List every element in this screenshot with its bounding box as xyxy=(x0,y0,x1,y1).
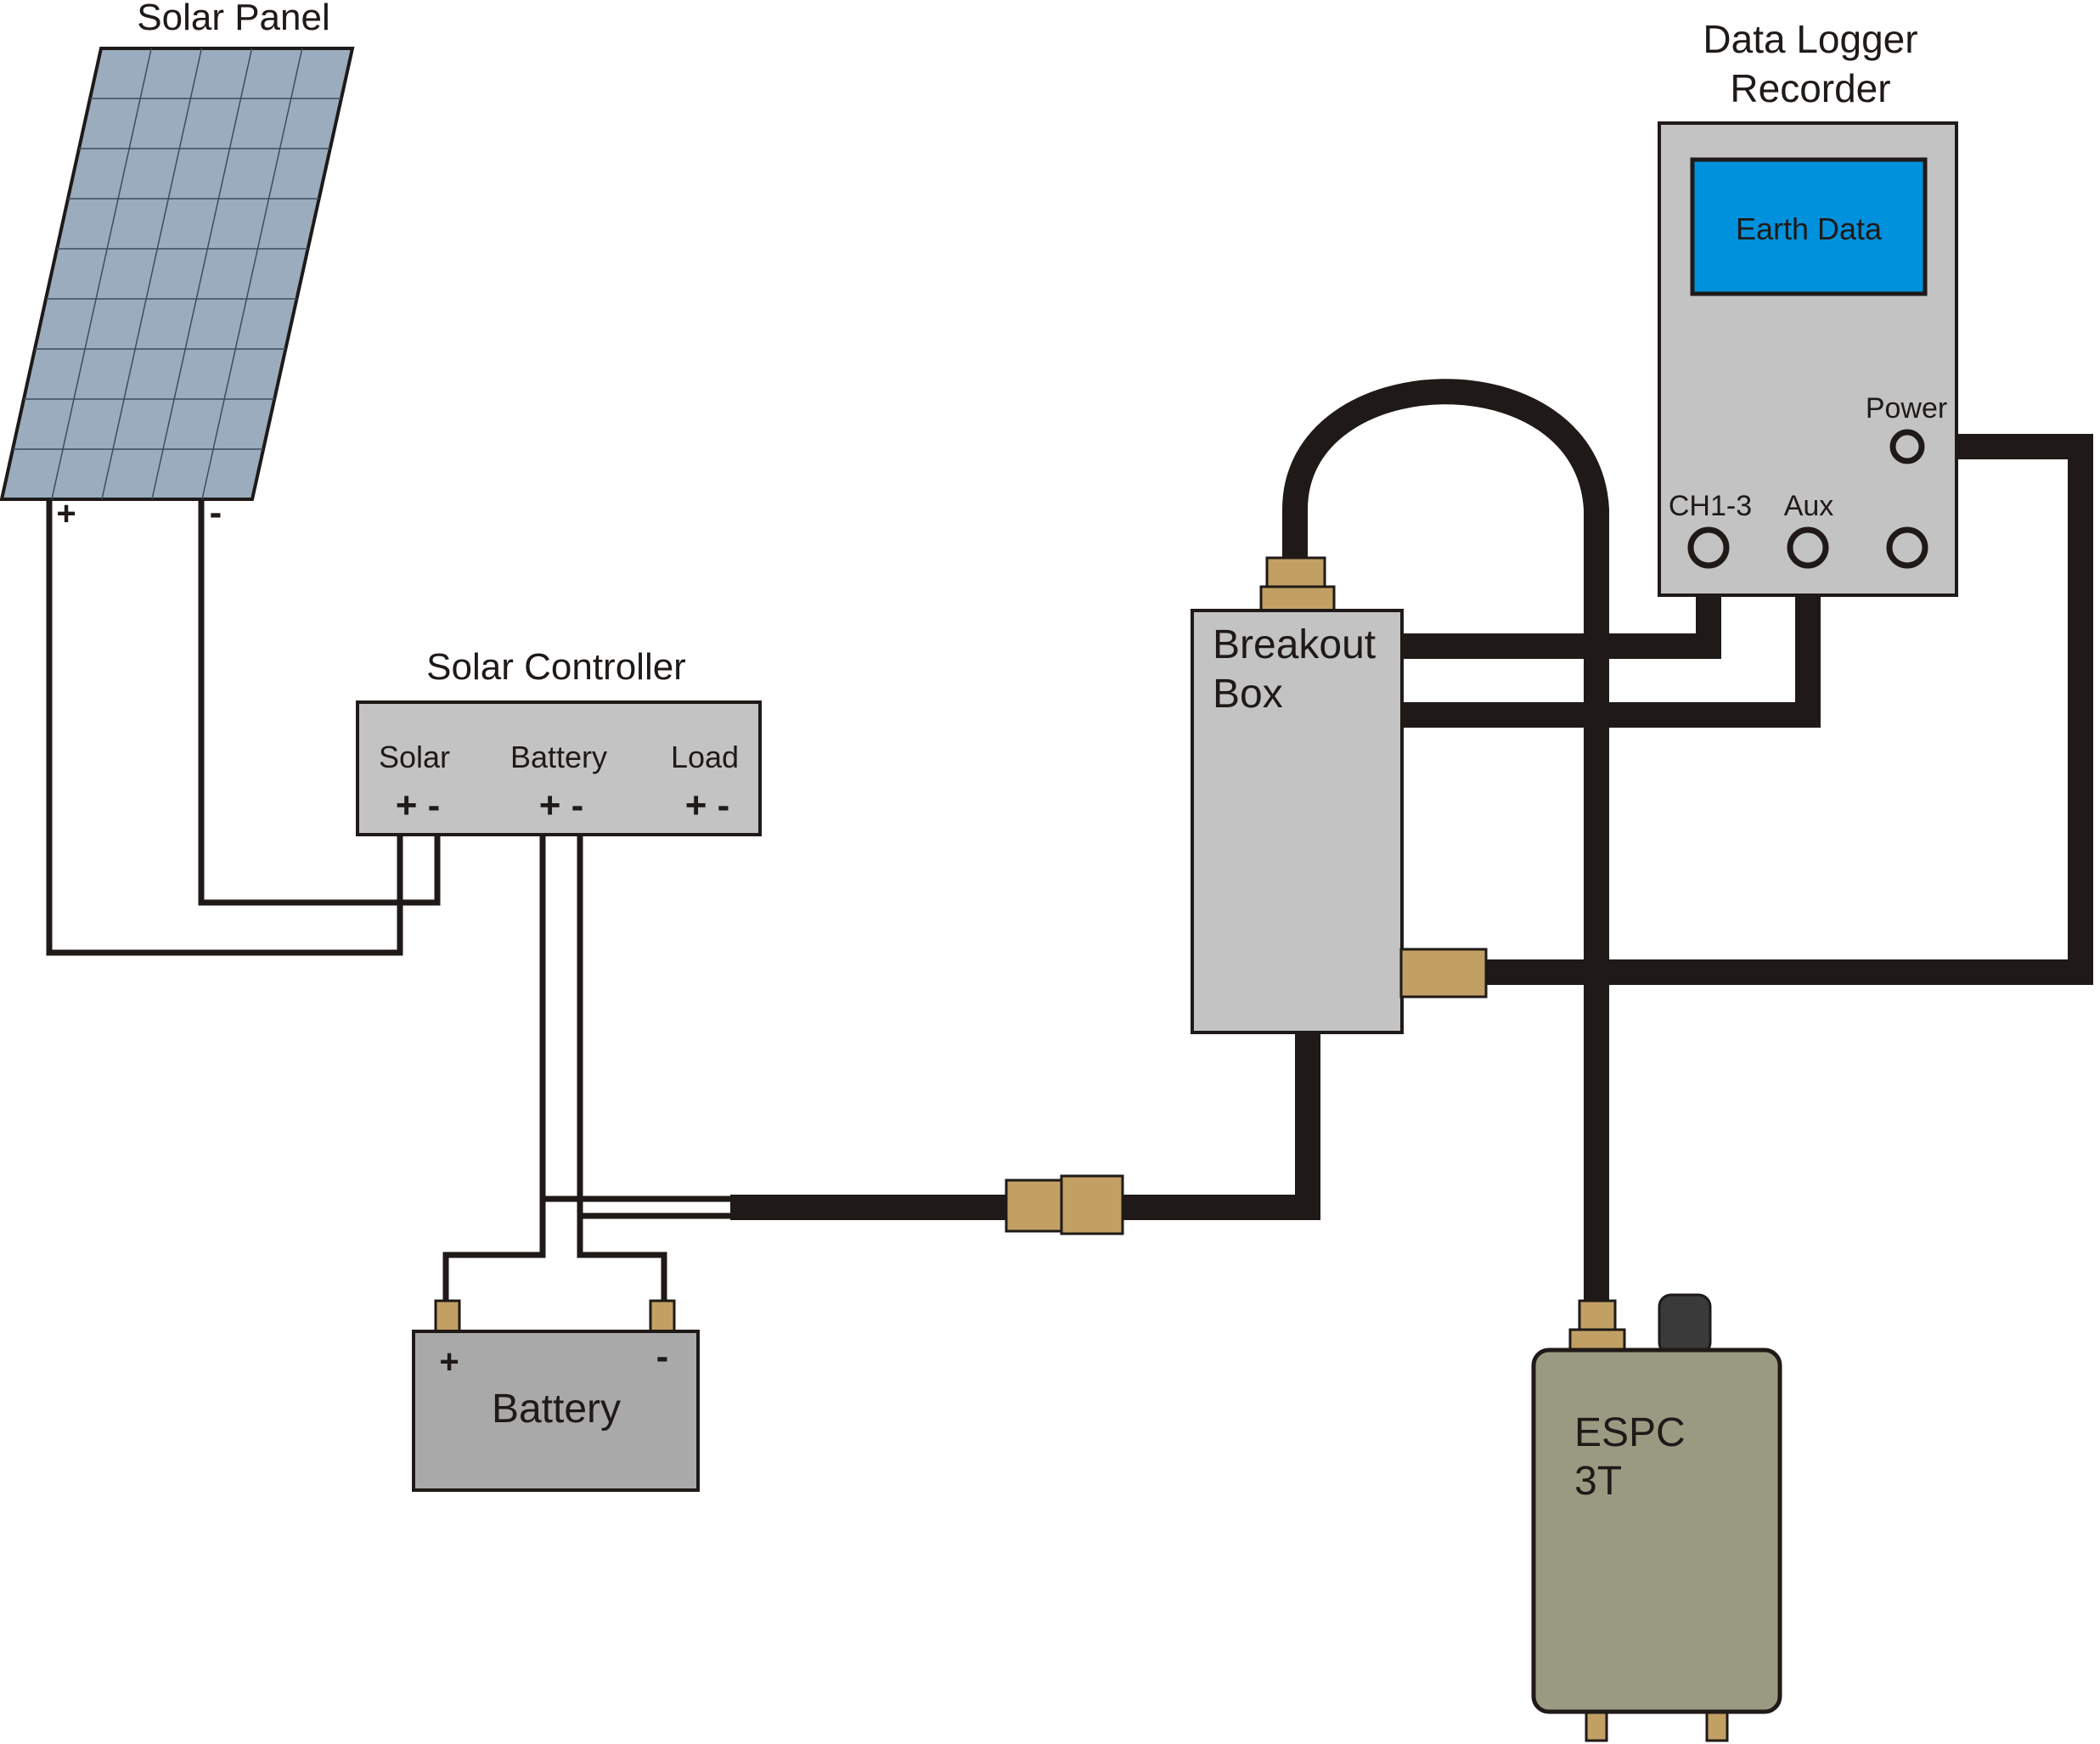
battery-negative-terminal xyxy=(649,1299,676,1335)
breakout-side-connector xyxy=(1399,948,1488,999)
battery-plus-label: + xyxy=(439,1343,459,1381)
breakout-top-connector-upper xyxy=(1265,556,1326,590)
breakout-box: Breakout Box xyxy=(1191,556,1488,1034)
panel-grid-column-line xyxy=(201,48,303,500)
panel-grid-column-line xyxy=(101,48,203,500)
espc-title-line2: 3T xyxy=(1574,1459,1622,1504)
battery-negative-wire xyxy=(577,835,667,1301)
espc-title-line1: ESPC xyxy=(1574,1410,1686,1455)
data-logger: Data Logger Recorder Earth Data Power CH… xyxy=(1658,17,1958,597)
logger-screen-text: Earth Data xyxy=(1736,211,1883,246)
breakout-box-title-line1: Breakout xyxy=(1213,622,1376,667)
solar-controller-body xyxy=(356,700,762,836)
panel-minus-label: - xyxy=(210,492,222,533)
logger-ch-label: CH1-3 xyxy=(1669,490,1752,522)
inline-connector-right xyxy=(1060,1174,1124,1235)
ctrl-load-terminals: + - xyxy=(685,785,730,826)
battery-wires xyxy=(442,835,730,1301)
solar-panel: Solar Panel + - xyxy=(0,0,355,533)
breakout-box-body xyxy=(1191,609,1404,1034)
espc-top-connector-upper xyxy=(1578,1299,1617,1333)
logger-aux-label: Aux xyxy=(1784,490,1834,522)
ctrl-load-label: Load xyxy=(671,740,739,774)
espc-device: ESPC 3T xyxy=(1531,1293,1782,1742)
inline-connector xyxy=(1005,1174,1124,1235)
logger-screen xyxy=(1690,157,1928,296)
battery-positive-wire xyxy=(442,835,546,1301)
battery-body xyxy=(412,1330,700,1492)
espc-antenna-knob xyxy=(1658,1293,1712,1356)
panel-negative-wire xyxy=(198,499,441,906)
power-cable-to-breakout xyxy=(730,1027,1320,1220)
solar-panel-title: Solar Panel xyxy=(137,0,329,38)
thick-cables xyxy=(730,379,2093,1303)
logger-title-line1: Data Logger xyxy=(1703,17,1917,61)
logger-power-cable xyxy=(1482,434,2093,985)
logger-extra-port xyxy=(1886,526,1928,569)
solar-controller: Solar Controller Solar Battery Load + - … xyxy=(356,646,762,836)
breakout-box-title-line2: Box xyxy=(1213,672,1283,717)
inline-connector-left xyxy=(1005,1179,1066,1233)
logger-aux-port xyxy=(1787,526,1829,569)
ctrl-solar-terminals: + - xyxy=(396,785,441,826)
ctrl-battery-label: Battery xyxy=(510,740,607,774)
logger-ch-port xyxy=(1687,526,1730,569)
breakout-top-connector-lower xyxy=(1259,585,1336,612)
battery-title: Battery xyxy=(492,1387,621,1432)
aux-cable xyxy=(1401,548,1821,728)
logger-power-port xyxy=(1889,429,1925,464)
logger-power-label: Power xyxy=(1866,392,1947,425)
panel-wires xyxy=(46,499,441,956)
sensor-cable-loop xyxy=(1282,379,1609,1303)
panel-grid-column-line xyxy=(51,48,152,500)
battery: + - Battery xyxy=(412,1299,700,1492)
panel-plus-label: + xyxy=(56,495,76,532)
ctrl-solar-label: Solar xyxy=(379,740,450,774)
espc-body xyxy=(1531,1347,1782,1714)
solar-panel-body xyxy=(0,47,355,501)
battery-positive-terminal xyxy=(434,1299,461,1335)
panel-positive-wire xyxy=(46,499,403,956)
panel-grid-column-line xyxy=(151,48,253,500)
battery-minus-label: - xyxy=(656,1336,669,1377)
solar-panel-grid xyxy=(13,48,341,500)
solar-controller-title: Solar Controller xyxy=(426,646,686,688)
logger-title-line2: Recorder xyxy=(1730,66,1890,110)
ctrl-battery-terminals: + - xyxy=(539,785,584,826)
